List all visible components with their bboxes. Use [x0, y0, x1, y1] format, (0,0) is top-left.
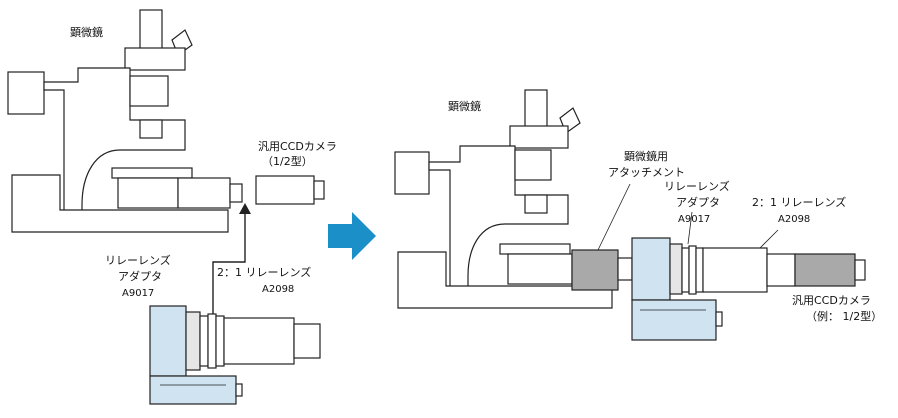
right-camera-label-line2: （例： 1/2型）: [806, 309, 882, 323]
left-microscope-label: 顕微鏡: [70, 25, 103, 39]
right-attachment: [571, 249, 633, 291]
right-camera-label-line1: 汎用CCDカメラ: [792, 293, 871, 307]
right-relay-adapter-line2: アダプタ: [676, 195, 720, 209]
left-microscope: [7, 9, 325, 233]
right-relay-lens-name: 2：1 リレーレンズ: [752, 195, 846, 209]
transition-arrow: [328, 212, 376, 260]
right-microscope: [394, 89, 613, 309]
left-relay-adapter-code: A9017: [122, 288, 154, 299]
left-camera-label-line1: 汎用CCDカメラ: [258, 139, 337, 153]
left-connector-arrow: [212, 212, 246, 360]
left-relay-lens-name: 2：1 リレーレンズ: [217, 265, 311, 279]
right-relay-leader: [759, 229, 779, 249]
right-relay-adapter-line1: リレーレンズ: [664, 179, 730, 193]
right-relay-adapter-code: A9017: [678, 214, 710, 225]
right-relay-lens-code: A2098: [778, 214, 810, 225]
left-relay-adapter-line2: アダプタ: [118, 269, 162, 283]
left-relay-adapter-line1: リレーレンズ: [105, 253, 171, 267]
left-camera-label-line2: （1/2型）: [262, 154, 313, 168]
right-relay-assembly: [631, 237, 866, 341]
left-relay-assembly: [149, 305, 321, 405]
right-attachment-leader: [597, 183, 631, 251]
right-adapter-leader: [687, 211, 693, 245]
left-relay-lens-code: A2098: [262, 284, 294, 295]
right-microscope-label: 顕微鏡: [448, 99, 481, 113]
left-connector-arrowhead: [239, 203, 251, 214]
right-attachment-line1: 顕微鏡用: [624, 149, 668, 163]
right-attachment-line2: アタッチメント: [608, 166, 685, 179]
